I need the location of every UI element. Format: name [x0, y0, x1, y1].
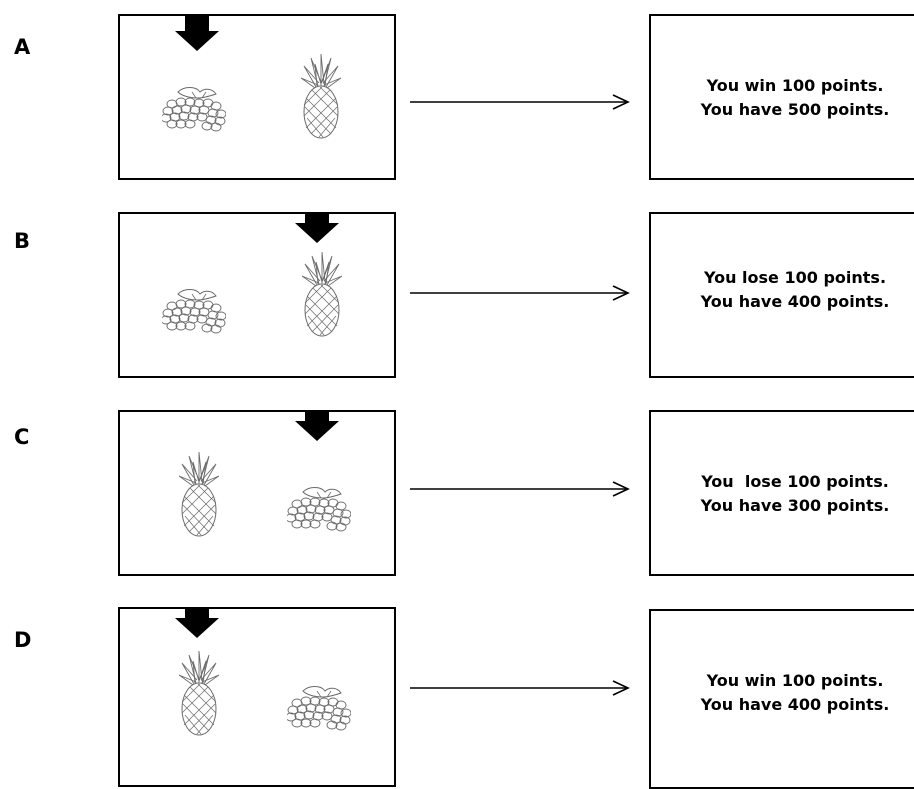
- stimulus-screen: [118, 607, 396, 787]
- trial-label: A: [14, 35, 31, 59]
- down-arrow-icon: [295, 412, 339, 441]
- stimulus-screen: [118, 410, 396, 576]
- feedback-outcome: You lose 100 points.: [701, 472, 889, 491]
- trial-label: B: [14, 229, 31, 253]
- grapes-icon: [162, 87, 226, 132]
- transition-arrow: [410, 94, 630, 110]
- pineapple-icon: [302, 251, 342, 337]
- pineapple-icon: [179, 650, 219, 736]
- feedback-screen: You lose 100 points. You have 300 points…: [649, 410, 914, 576]
- grapes-icon: [287, 686, 351, 731]
- grapes-icon: [162, 289, 226, 334]
- down-arrow-icon: [175, 16, 219, 51]
- stimulus-screen: [118, 212, 396, 378]
- trial-label: C: [14, 425, 30, 449]
- pineapple-icon: [179, 451, 219, 537]
- trial-label: D: [14, 628, 32, 652]
- feedback-total: You have 400 points.: [700, 292, 890, 311]
- transition-arrow: [410, 285, 630, 301]
- feedback-total: You have 500 points.: [700, 100, 890, 119]
- feedback-outcome: You lose 100 points.: [703, 268, 887, 287]
- down-arrow-icon: [295, 214, 339, 243]
- feedback-outcome: You win 100 points.: [706, 76, 884, 95]
- feedback-total: You have 400 points.: [700, 695, 890, 714]
- stimulus-screen: [118, 14, 396, 180]
- feedback-outcome: You win 100 points.: [706, 671, 884, 690]
- down-arrow-icon: [175, 609, 219, 638]
- feedback-screen: You win 100 points. You have 500 points.: [649, 14, 914, 180]
- feedback-screen: You win 100 points. You have 400 points.: [649, 609, 914, 789]
- transition-arrow: [410, 680, 630, 696]
- pineapple-icon: [301, 53, 341, 139]
- transition-arrow: [410, 481, 630, 497]
- grapes-icon: [287, 487, 351, 532]
- feedback-screen: You lose 100 points. You have 400 points…: [649, 212, 914, 378]
- feedback-total: You have 300 points.: [700, 496, 890, 515]
